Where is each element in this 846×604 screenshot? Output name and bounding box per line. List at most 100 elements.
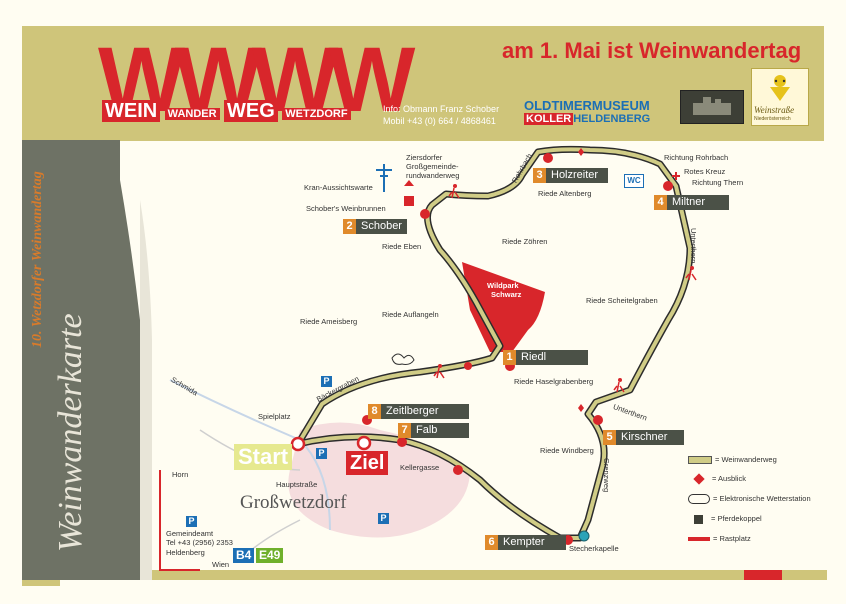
label-kellergasse: Kellergasse <box>400 463 440 472</box>
label-riede-zoehren: Riede Zöhren <box>502 237 548 246</box>
label-ziersdorfer-1: Ziersdorfer <box>406 153 443 162</box>
tagline-date: am 1. Mai <box>502 38 602 63</box>
kran-tower-icon <box>376 164 392 192</box>
rest-point-miltner <box>663 181 673 191</box>
road-horn <box>159 470 200 571</box>
label-stecherkapelle: Stecherkapelle <box>569 544 619 553</box>
label-horn: Horn <box>172 470 189 479</box>
label-ziersdorfer-2: Großgemeinde- <box>406 162 459 171</box>
rest-point-kellergasse <box>453 465 463 475</box>
label-wien: Wien <box>212 560 230 569</box>
label-richtung-rohrbach: Richtung Rohrbach <box>664 153 729 162</box>
label-kran: Kran-Aussichtswarte <box>304 183 373 192</box>
label-wildpark-1: Wildpark <box>487 281 519 290</box>
legend-route-swatch <box>688 456 712 465</box>
label-spielplatz: Spielplatz <box>258 412 291 421</box>
rest-point-falb <box>397 437 407 447</box>
weinstrasse-logo: Weinstraße Niederösterreich <box>751 68 809 126</box>
legend-rastplatz: = Rastplatz <box>688 534 751 543</box>
label-riede-altenberg: Riede Altenberg <box>538 189 592 198</box>
label-riede-haselgrabenberg: Riede Haselgrabenberg <box>514 377 594 386</box>
parking-icon-2: P <box>316 448 327 459</box>
sponsor-logo-box <box>680 90 744 124</box>
legend-rest-swatch <box>688 537 710 542</box>
parking-icon-3: P <box>378 513 389 524</box>
museum-heldenberg: HELDENBERG <box>573 113 651 125</box>
road-badge-e49: E49 <box>256 548 284 563</box>
logo-word-wander: WANDER <box>164 108 220 120</box>
weinstrasse-text: Weinstraße <box>754 105 795 115</box>
weather-station-icon <box>391 353 415 365</box>
town-area <box>288 422 470 538</box>
weinbrunnen-icon <box>404 196 414 206</box>
parking-icon-4: P <box>186 516 197 527</box>
label-heldenberg: Heldenberg <box>166 548 205 557</box>
start-label: Start <box>234 444 293 470</box>
legend-ausblick: = Ausblick <box>688 473 746 485</box>
route-fill <box>296 147 692 540</box>
legend-pferdekoppel: = Pferdekoppel <box>688 514 762 524</box>
tagline: am 1. Mai ist Weinwandertag <box>502 38 801 64</box>
castle-icon <box>693 97 731 115</box>
label-riede-auflangeln: Riede Auflangeln <box>382 310 439 319</box>
legend-weinwanderweg: = Weinwanderweg <box>688 455 777 465</box>
label-wildpark-2: Schwarz <box>491 290 522 299</box>
logo-word-weg: WEG <box>224 100 278 122</box>
label-gemeindeamt: Gemeindeamt <box>166 529 214 538</box>
rest-point-holzreiter <box>543 153 553 163</box>
tagline-text: ist Weinwandertag <box>607 38 802 63</box>
rest-point-kirschner <box>593 415 603 425</box>
wine-figure-icon <box>770 75 790 101</box>
info-contact-name: Info: Obmann Franz Schober <box>383 104 500 114</box>
label-hauptstrasse: Hauptstraße <box>276 480 318 489</box>
stecherkapelle-marker <box>578 530 590 542</box>
ziel-label: Ziel <box>346 451 389 475</box>
parking-icon-1: P <box>321 376 332 387</box>
label-grenzweg: Grenzweg <box>602 458 611 493</box>
label-weinbrunnen: Schober's Weinbrunnen <box>306 204 386 213</box>
town-name: Großwetzdorf <box>240 492 347 513</box>
museum-koller: KOLLER <box>524 113 574 125</box>
label-riede-eben: Riede Eben <box>382 242 422 251</box>
label-rotes-kreuz: Rotes Kreuz <box>684 167 726 176</box>
label-ziersdorfer-3: rundwanderweg <box>406 171 460 180</box>
logo-words: WEIN WANDER WEG WETZDORF <box>102 100 351 123</box>
rest-point-schober <box>420 209 430 219</box>
logo-word-wein: WEIN <box>102 100 161 122</box>
hiker-icons <box>433 184 697 393</box>
wc-icon: WC <box>624 174 644 188</box>
bottle-silhouette <box>22 140 152 580</box>
logo-word-wetzdorf: WETZDORF <box>282 108 351 120</box>
info-contact-phone: Mobil +43 (0) 664 / 4868461 <box>383 116 496 126</box>
label-tel: Tel +43 (2956) 2353 <box>166 538 233 547</box>
label-riede-windberg: Riede Windberg <box>540 446 594 455</box>
start-marker <box>290 436 306 452</box>
legend-wetterstation: = Elektronische Wetterstation <box>688 494 811 505</box>
bottom-red-mark <box>744 570 782 580</box>
legend-ausblick-icon <box>693 473 705 485</box>
museum-title: OLDTIMERMUSEUM <box>524 98 650 113</box>
ziel-marker <box>356 435 372 451</box>
legend-weather-icon <box>688 494 710 505</box>
wildpark-area <box>462 262 545 352</box>
label-riede-scheitelgraben: Riede Scheitelgraben <box>586 296 658 305</box>
legend-horse-icon <box>694 514 703 524</box>
ausblick-icons <box>578 148 584 412</box>
red-cross-icon <box>672 172 680 180</box>
rest-point-extra <box>464 362 472 370</box>
label-unterthern: Unterthern <box>689 228 698 264</box>
weinstrasse-sub: Niederösterreich <box>754 116 791 122</box>
label-richtung-thern: Richtung Thern <box>692 178 744 187</box>
bottom-stripe <box>22 570 827 580</box>
road-badge-b4: B4 <box>233 548 255 563</box>
